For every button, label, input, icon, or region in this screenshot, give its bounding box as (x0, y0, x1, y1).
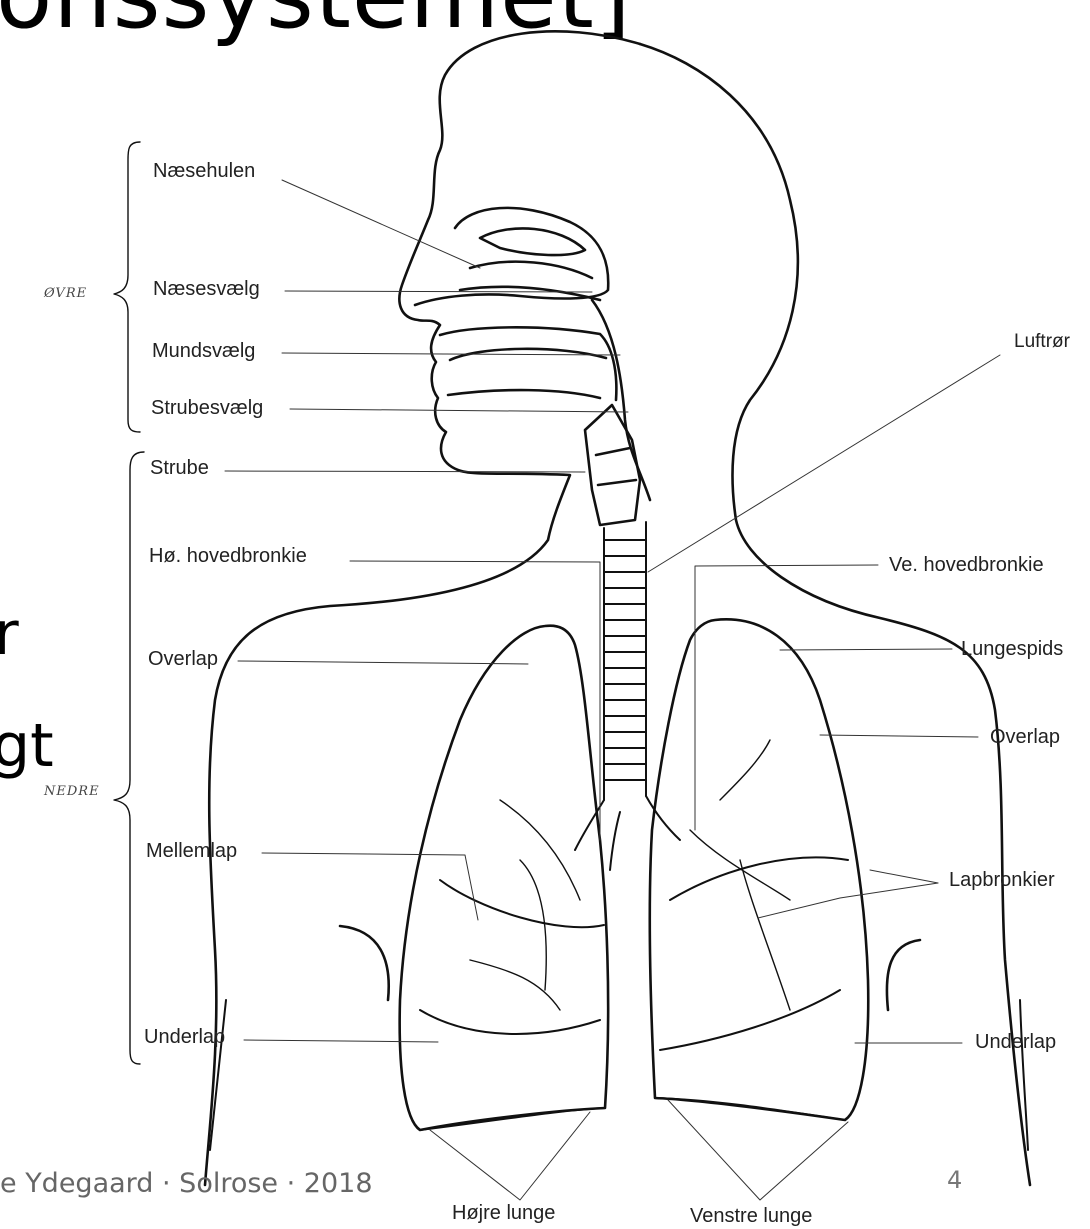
label-lung-apex: Lungespids (961, 638, 1063, 661)
label-right-lung: Højre lunge (452, 1202, 555, 1225)
label-left-upper-lobe: Overlap (990, 726, 1060, 749)
slide-footer: e Ydegaard · Solrose · 2018 (0, 1168, 373, 1199)
label-right-main-bronchus: Hø. hovedbronkie (149, 545, 307, 568)
group-label-lower: NEDRE (44, 784, 100, 799)
label-trachea: Luftrør (1014, 331, 1070, 353)
trachea (575, 522, 680, 870)
label-right-upper-lobe: Overlap (148, 648, 218, 671)
label-left-lower-lobe: Underlap (975, 1031, 1056, 1054)
label-larynx: Strube (150, 457, 209, 480)
head-back-outline (640, 44, 1030, 1185)
label-lobar-bronchi: Lapbronkier (949, 869, 1055, 892)
label-left-lung: Venstre lunge (690, 1205, 812, 1228)
label-laryngopharynx: Strubesvælg (151, 397, 263, 420)
label-right-middle-lobe: Mellemlap (146, 840, 237, 863)
label-right-lower-lobe: Underlap (144, 1026, 225, 1049)
label-oropharynx: Mundsvælg (152, 340, 255, 363)
larynx-outline (585, 405, 640, 525)
lower-bracket (114, 452, 144, 1064)
nasal-cavity-outline (415, 208, 608, 305)
label-nasal-cavity: Næsehulen (153, 160, 255, 183)
upper-bracket (114, 142, 140, 432)
label-left-main-bronchus: Ve. hovedbronkie (889, 554, 1044, 577)
right-lung-outline (400, 626, 608, 1130)
page-number: 4 (947, 1166, 962, 1194)
label-nasopharynx: Næsesvælg (153, 278, 260, 301)
group-label-upper: ØVRE (44, 286, 87, 301)
